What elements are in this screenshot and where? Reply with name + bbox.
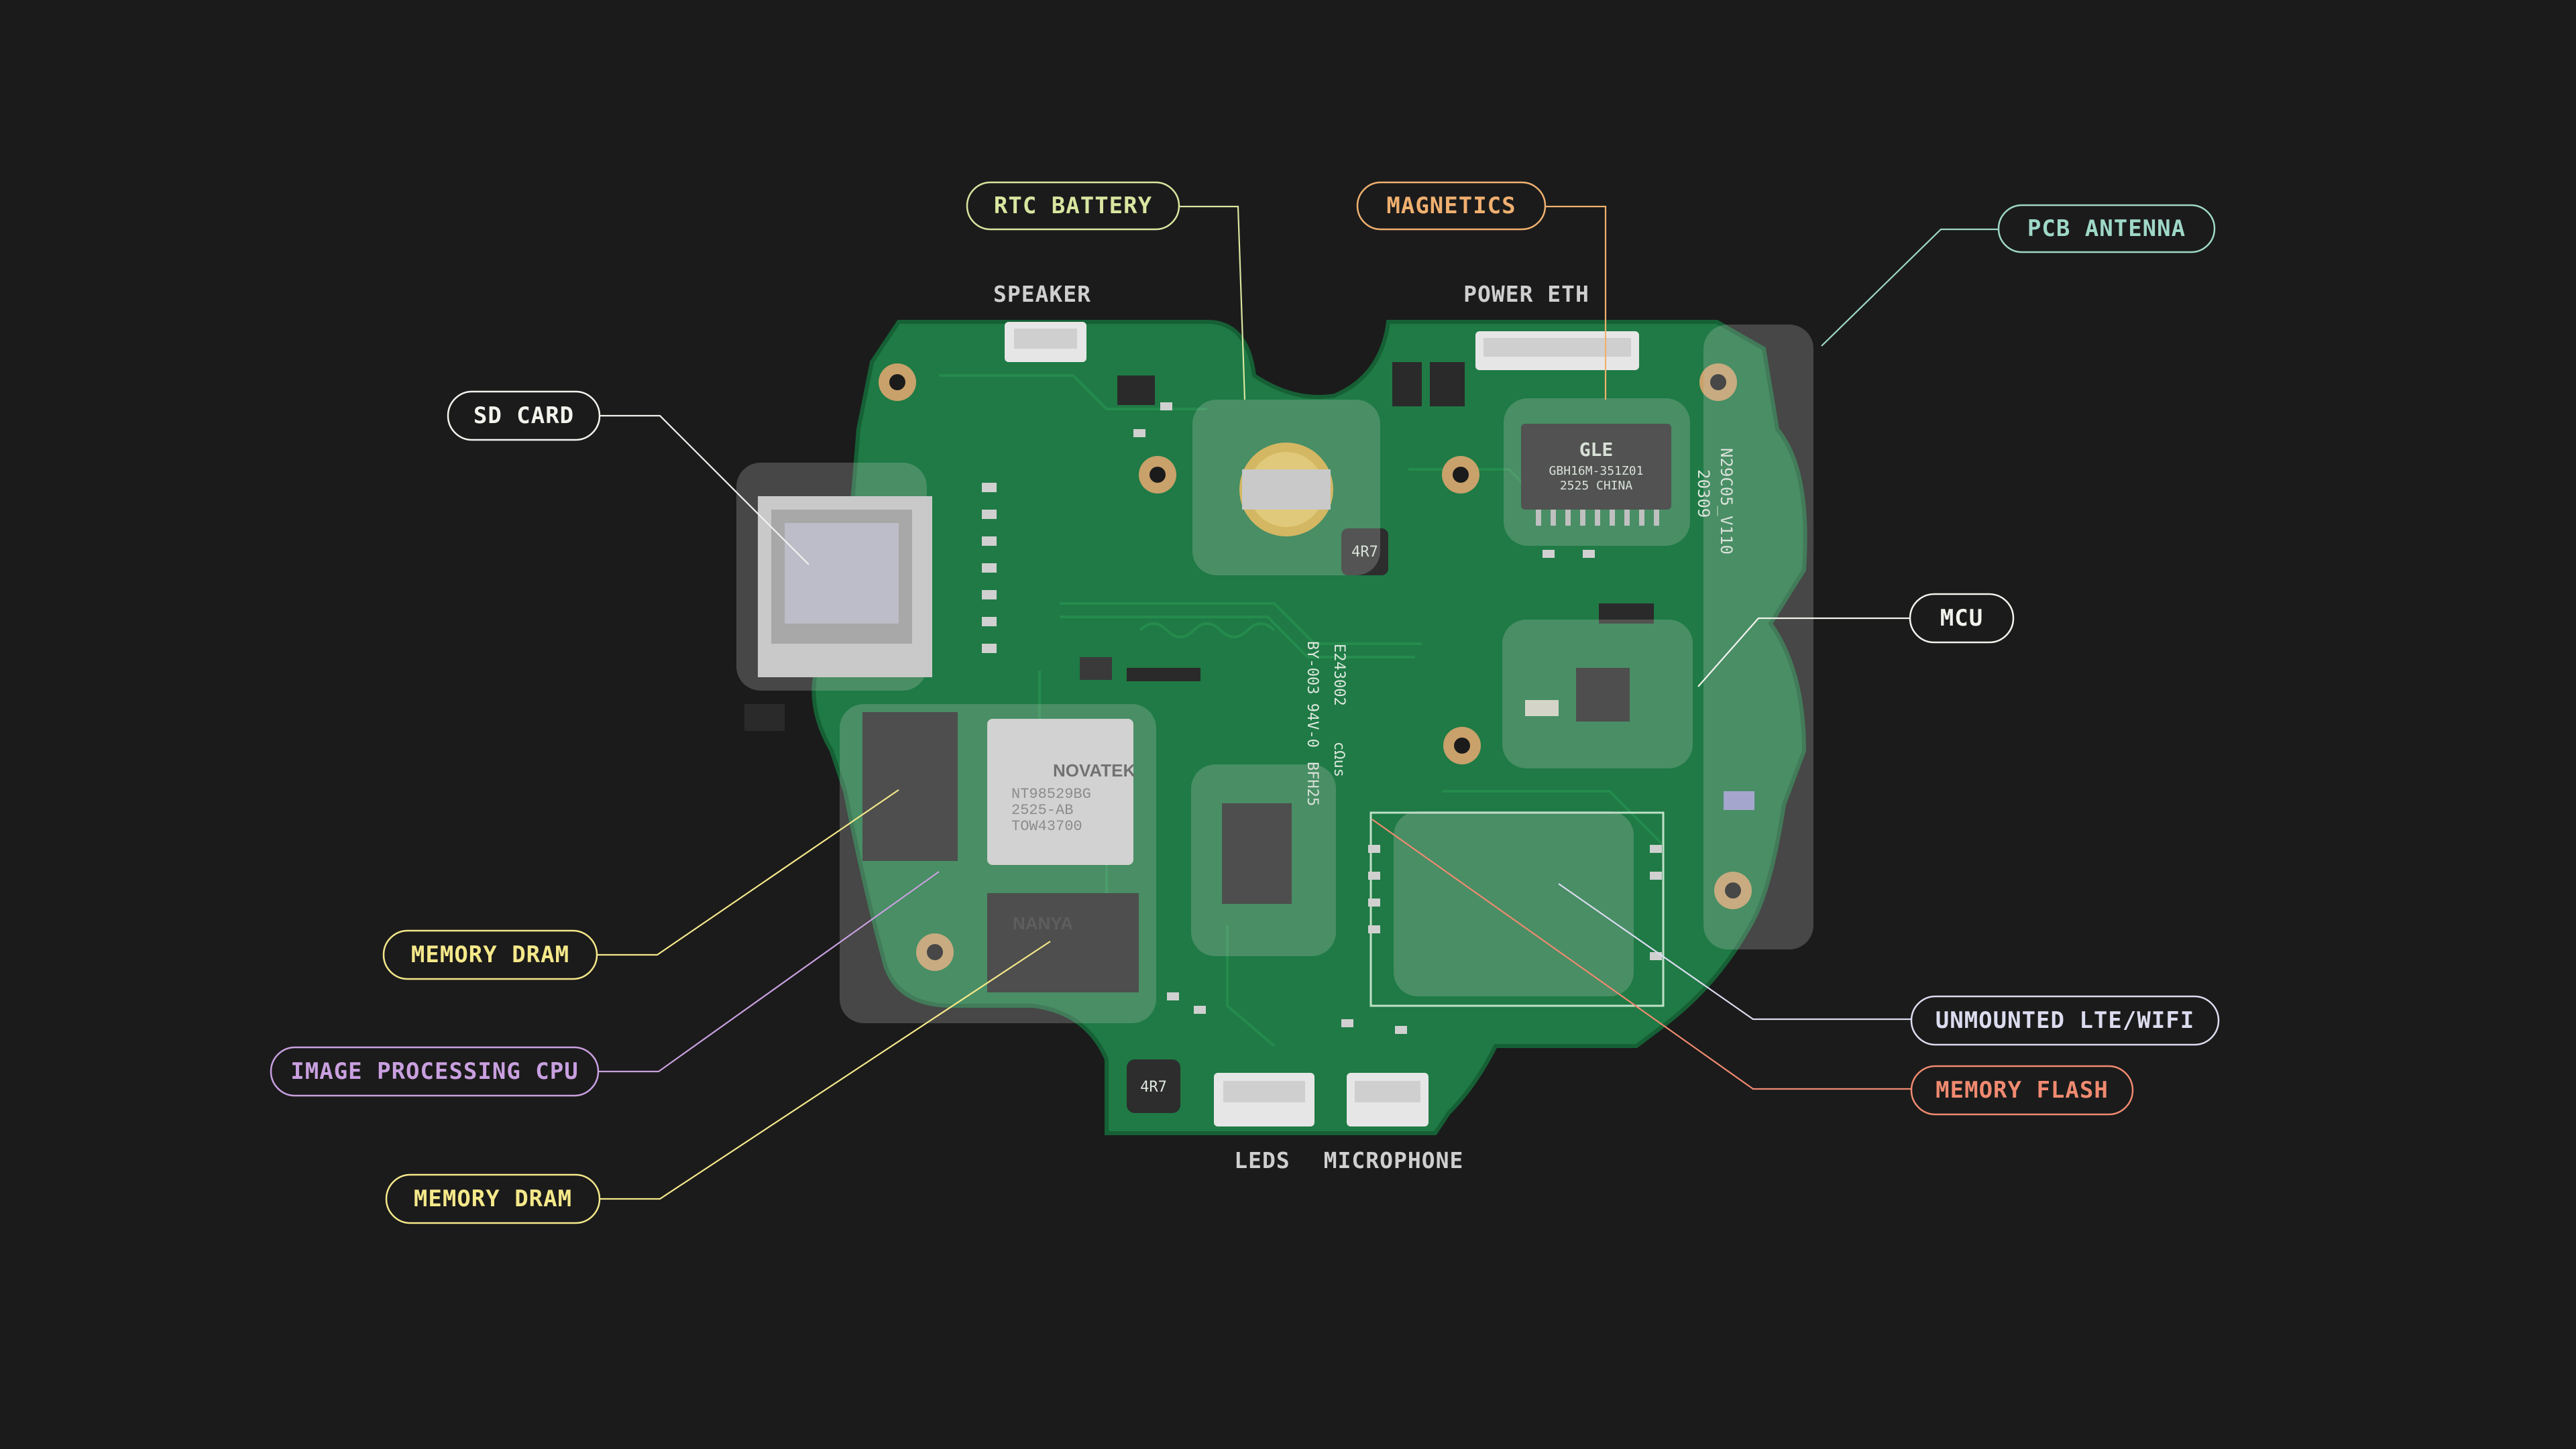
highlight-sd-card — [736, 463, 927, 691]
callout-magnetics: MAGNETICS — [1356, 181, 1547, 231]
speaker-connector — [1005, 322, 1086, 362]
callout-memory-dram-1: MEMORY DRAM — [382, 929, 598, 980]
highlight-magnetics — [1504, 398, 1690, 546]
code-mark: BFH25 — [1304, 762, 1321, 806]
leader-lines — [597, 205, 1999, 1200]
callout-memory-flash-label: MEMORY FLASH — [1936, 1077, 2109, 1104]
microphone-connector — [1347, 1073, 1429, 1126]
magnetics-line1: GBH16M-351Z01 — [1549, 464, 1644, 478]
board-id: N29C05_V110 — [1717, 448, 1736, 555]
board-date: 20309 — [1694, 469, 1713, 518]
cert-mark: E243002 — [1331, 644, 1347, 706]
flash-chip — [1222, 803, 1292, 904]
magnetics-brand: GLE — [1579, 439, 1614, 461]
cpu-brand: NOVATEK — [1053, 760, 1135, 780]
highlight-memory-cpu — [840, 704, 1156, 1023]
label-microphone: MICROPHONE — [1324, 1147, 1464, 1173]
highlight-antenna — [1703, 325, 1813, 949]
callout-image-processing-cpu-label: IMAGE PROCESSING CPU — [290, 1058, 578, 1085]
cru-mark: cΩus — [1331, 742, 1347, 777]
highlight-regions — [736, 325, 1813, 1023]
leader-lte-wifi — [1558, 883, 1911, 1021]
highlight-rtc-battery — [1192, 400, 1380, 575]
callout-memory-dram-2-label: MEMORY DRAM — [414, 1185, 572, 1212]
callout-memory-flash: MEMORY FLASH — [1910, 1065, 2134, 1116]
magnetics-line2: 2525 CHINA — [1560, 479, 1633, 493]
rtc-battery — [1239, 443, 1333, 536]
inductor-bottom: 4R7 — [1127, 1059, 1180, 1113]
callout-unmounted-lte-wifi-label: UNMOUNTED LTE/WIFI — [1936, 1007, 2194, 1034]
mounting-holes — [879, 363, 1752, 971]
leader-mcu — [1697, 617, 1910, 687]
callout-unmounted-lte-wifi: UNMOUNTED LTE/WIFI — [1910, 995, 2220, 1046]
callout-mcu-label: MCU — [1940, 605, 1983, 632]
leader-image-cpu — [598, 871, 940, 1073]
lte-wifi-pad-outline — [1369, 811, 1665, 1007]
leader-memory-dram-1 — [597, 789, 899, 956]
highlight-lte-wifi — [1394, 811, 1634, 996]
callout-pcb-antenna: PCB ANTENNA — [1997, 204, 2216, 253]
callout-rtc-battery: RTC BATTERY — [966, 181, 1180, 231]
cpu-chip: NOVATEK NT98529BG 2525-AB TOW43700 — [987, 719, 1135, 865]
leader-memory-dram-2 — [600, 941, 1051, 1200]
cpu-line2: 2525-AB — [1011, 802, 1073, 819]
label-speaker: SPEAKER — [993, 281, 1091, 307]
sd-card-slot — [758, 496, 932, 677]
highlight-mcu — [1502, 620, 1693, 768]
cpu-line3: TOW43700 — [1011, 818, 1082, 835]
callout-sd-card-label: SD CARD — [473, 402, 574, 429]
leader-sd-card — [600, 414, 809, 565]
dram-chip-2: NANYA — [987, 893, 1139, 992]
dram-brand: NANYA — [1013, 913, 1073, 933]
part-mark: BY-003 94V-0 — [1304, 641, 1321, 748]
leader-memory-flash — [1371, 819, 1911, 1090]
leds-connector — [1214, 1073, 1314, 1126]
inductor-top: 4R7 — [1341, 528, 1388, 575]
callout-memory-dram-2: MEMORY DRAM — [385, 1173, 601, 1224]
side-switch — [744, 704, 785, 731]
power-eth-connector — [1475, 331, 1639, 370]
highlight-flash — [1191, 764, 1336, 956]
leader-pcb-antenna — [1821, 228, 1999, 347]
label-power-eth: POWER ETH — [1463, 281, 1589, 307]
callout-sd-card: SD CARD — [447, 390, 601, 441]
leader-rtc-battery — [1179, 205, 1246, 400]
pcb-board-shade — [811, 320, 1807, 1135]
cpu-line1: NT98529BG — [1011, 786, 1091, 803]
magnetics-chip: GLE GBH16M-351Z01 2525 CHINA — [1521, 424, 1671, 526]
dram-chip-1 — [862, 712, 958, 861]
leader-magnetics — [1545, 205, 1607, 400]
smd-components — [982, 402, 1754, 1034]
callout-rtc-battery-label: RTC BATTERY — [994, 192, 1152, 219]
inductor-label-bottom: 4R7 — [1140, 1079, 1167, 1096]
callout-magnetics-label: MAGNETICS — [1386, 192, 1516, 219]
mcu-chip — [1525, 668, 1630, 721]
callout-pcb-antenna-label: PCB ANTENNA — [2027, 215, 2186, 242]
callout-memory-dram-1-label: MEMORY DRAM — [411, 941, 569, 968]
power-components — [1117, 362, 1465, 406]
label-leds: LEDS — [1234, 1147, 1290, 1173]
callout-mcu: MCU — [1909, 593, 2015, 644]
inductor-label-top: 4R7 — [1351, 544, 1378, 561]
callout-image-processing-cpu: IMAGE PROCESSING CPU — [270, 1046, 600, 1097]
